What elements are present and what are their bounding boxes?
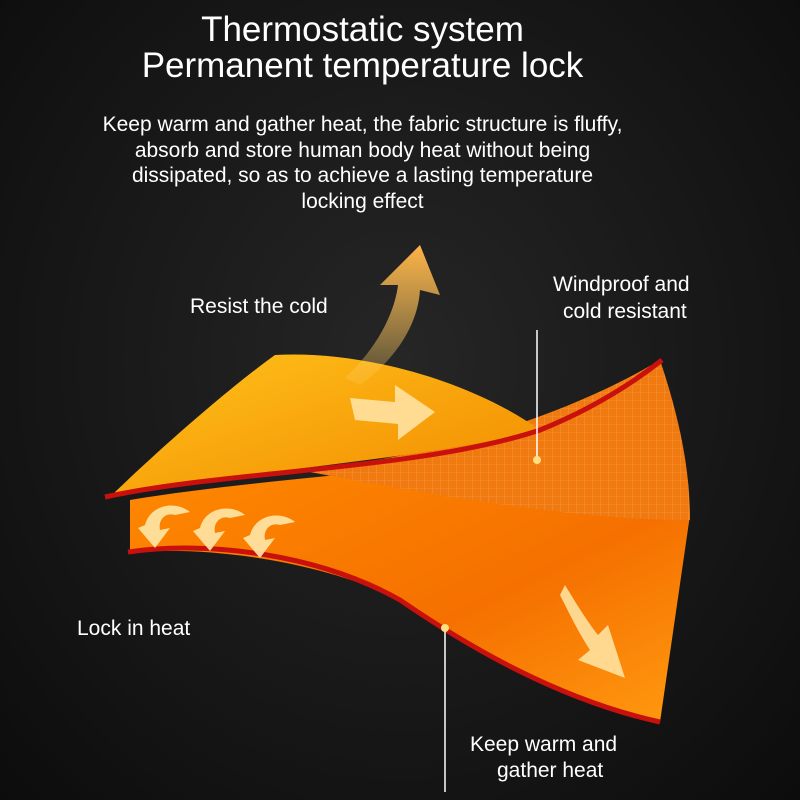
lower-fabric-layer <box>130 447 690 722</box>
description-line-3: dissipated, so as to achieve a lasting t… <box>131 164 594 187</box>
title-line-2: Permanent temperature lock <box>141 46 584 85</box>
keep-warm-pointer-dot <box>441 624 449 632</box>
lower-edge-line <box>127 545 661 725</box>
label-keep-warm-2: gather heat <box>497 759 604 782</box>
windproof-pointer-dot <box>533 456 541 464</box>
down-arrow-icon <box>560 585 625 678</box>
label-keep-warm-1: Keep warm and <box>470 733 618 756</box>
label-lock-heat: Lock in heat <box>77 617 191 640</box>
rising-arrow-icon <box>345 245 440 385</box>
description-line-2: absorb and store human body heat without… <box>134 139 591 162</box>
label-resist-cold: Resist the cold <box>190 295 328 318</box>
right-arrow-icon <box>350 385 435 440</box>
upper-fabric-layer <box>115 354 540 495</box>
label-windproof-2: cold resistant <box>563 300 687 323</box>
description-line-4: locking effect <box>301 190 424 213</box>
description-line-1: Keep warm and gather heat, the fabric st… <box>102 113 623 136</box>
label-windproof-1: Windproof and <box>553 273 690 296</box>
title-line-1: Thermostatic system <box>201 10 524 49</box>
upper-edge-line <box>104 358 664 500</box>
curved-arrow-icons <box>138 505 295 558</box>
